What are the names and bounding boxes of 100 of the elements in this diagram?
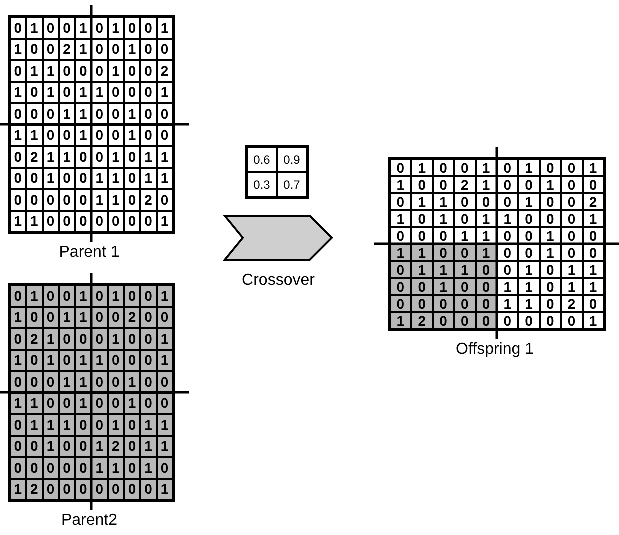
- grid-cell: 1: [91, 189, 108, 210]
- grid-cell: 0: [156, 38, 173, 60]
- grid-cell: 1: [42, 60, 59, 82]
- grid-cell: 1: [518, 278, 540, 295]
- grid-cell: 1: [561, 278, 583, 295]
- grid-cell: 0: [432, 227, 454, 244]
- grid-cell: 1: [124, 371, 140, 392]
- grid-cell: 0: [58, 189, 76, 210]
- grid-cell: 1: [91, 168, 108, 189]
- grid-cell: 2: [582, 193, 604, 210]
- grid-cell: 1: [75, 103, 92, 124]
- grid-cell: 0: [124, 436, 140, 457]
- grid-cell: 1: [140, 168, 157, 189]
- grid-cell: 1: [124, 124, 140, 146]
- grid-cell: 0: [75, 210, 92, 232]
- grid-cell: 0: [518, 227, 540, 244]
- grid-cell: 1: [58, 103, 76, 124]
- grid-cell: 0: [42, 38, 59, 60]
- grid-cell: 0: [26, 189, 43, 210]
- grid-cell: 0: [496, 261, 518, 278]
- grid-cell: 0: [58, 82, 76, 103]
- grid-cell: 0: [124, 60, 140, 82]
- grid-cell: 1: [26, 285, 43, 306]
- grid-cell: 0: [124, 478, 140, 500]
- grid-cell: 0: [432, 295, 454, 312]
- grid-cell: 0: [496, 312, 518, 329]
- grid-cell: 1: [432, 210, 454, 227]
- grid-cell: 1: [454, 261, 476, 278]
- grid-caption: Parent2: [61, 512, 118, 530]
- grid-cell: 1: [496, 210, 518, 227]
- grid-cell: 0: [140, 285, 157, 306]
- grid-cell: 0: [91, 210, 108, 232]
- grid-cell: 0: [140, 103, 157, 124]
- grid-cell: 0: [91, 103, 108, 124]
- grid-cell: 1: [26, 17, 43, 38]
- grid-cell: 1: [108, 414, 124, 436]
- grid-cell: 0: [454, 312, 476, 329]
- grid-cell: 0: [58, 124, 76, 146]
- grid-cell: 1: [156, 210, 173, 232]
- grid-cell: 1: [390, 210, 412, 227]
- grid-cell: 1: [140, 146, 157, 168]
- grid-cell: 0: [10, 103, 26, 124]
- grid-cell: 0: [496, 244, 518, 261]
- grid-cell: 0: [108, 82, 124, 103]
- grid-cell: 0: [432, 176, 454, 193]
- grid-cell: 0: [75, 189, 92, 210]
- grid-cell: 0: [58, 328, 76, 350]
- grid-cell: 0: [390, 278, 412, 295]
- grid-cell: 0: [156, 124, 173, 146]
- grid-cell: 0: [10, 60, 26, 82]
- grid-caption: Parent 1: [59, 244, 120, 262]
- grid-cell: 0: [140, 210, 157, 232]
- grid-cell: 2: [561, 295, 583, 312]
- grid-cell: 1: [496, 278, 518, 295]
- grid-cell: 0.9: [277, 147, 307, 172]
- grid-cell: 0: [496, 159, 518, 176]
- grid-cell: 1: [476, 210, 497, 227]
- grid-cell: 0: [540, 295, 562, 312]
- grid-cell: 1: [108, 189, 124, 210]
- grid-cell: 0: [140, 350, 157, 371]
- grid-cell: 1: [540, 244, 562, 261]
- grid-cell: 2: [58, 38, 76, 60]
- grid-cell: 1: [10, 350, 26, 371]
- grid-cell: 0: [91, 60, 108, 82]
- grid-cell: 1: [432, 193, 454, 210]
- grid-cell: 0: [476, 312, 497, 329]
- grid-cell: 0: [476, 193, 497, 210]
- grid-cell: 0: [42, 210, 59, 232]
- grid-cell: 1: [75, 38, 92, 60]
- grid-cell: 1: [411, 193, 433, 210]
- chevron-arrow: [222, 215, 334, 261]
- grid-cell: 1: [10, 478, 26, 500]
- grid-cell: 1: [140, 414, 157, 436]
- grid-cell: 0: [540, 312, 562, 329]
- grid-cell: 0: [140, 60, 157, 82]
- grid-cell: 0: [390, 193, 412, 210]
- grid-cell: 0: [476, 295, 497, 312]
- grid-cell: 1: [42, 168, 59, 189]
- grid-cell: 0: [390, 295, 412, 312]
- grid-cell: 1: [10, 38, 26, 60]
- grid-cell: 0: [42, 17, 59, 38]
- grid-cell: 1: [156, 146, 173, 168]
- grid-cell: 0: [108, 124, 124, 146]
- grid-cell: 1: [75, 124, 92, 146]
- grid-cell: 1: [124, 392, 140, 414]
- grid-cell: 1: [518, 295, 540, 312]
- grid-cell: 1: [156, 328, 173, 350]
- grid-cell: 1: [58, 414, 76, 436]
- grid-cell: 1: [582, 278, 604, 295]
- grid-cell: 2: [411, 312, 433, 329]
- grid-cell: 0: [476, 261, 497, 278]
- grid-cell: 0: [561, 227, 583, 244]
- grid-cell: 1: [140, 436, 157, 457]
- grid-cell: 1: [108, 60, 124, 82]
- grid-cell: 1: [540, 227, 562, 244]
- grid-cell: 1: [156, 82, 173, 103]
- grid-cell: 2: [26, 478, 43, 500]
- grid-cell: 1: [75, 82, 92, 103]
- grid-cell: 0: [58, 17, 76, 38]
- grid-cell: 0: [140, 306, 157, 328]
